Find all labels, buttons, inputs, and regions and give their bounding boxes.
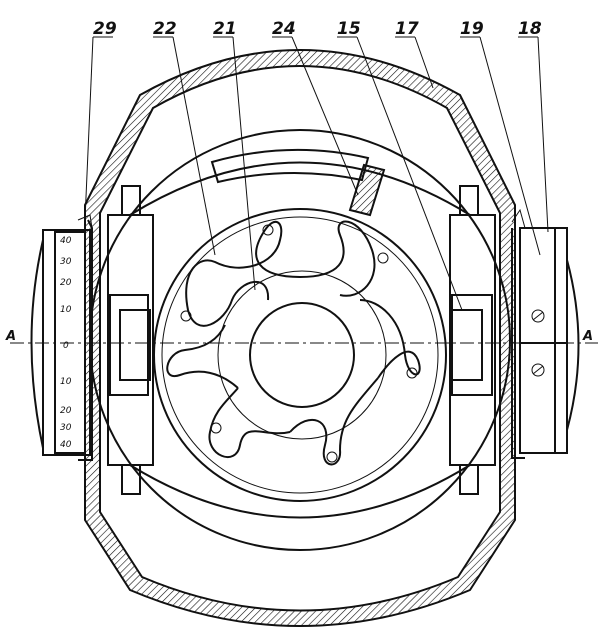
ref-label-17: 17 (395, 19, 419, 39)
left-support-block (107, 185, 154, 495)
scale-tick-2: 20 (60, 278, 72, 288)
star-plate-21 (166, 220, 421, 466)
ref-label-29: 29 (93, 19, 117, 39)
disk-22 (153, 208, 447, 502)
scale-tick-labels: 40 30 20 10 0 10 20 30 40 (60, 236, 72, 450)
outer-housing (84, 49, 516, 627)
scale-tick-4: 0 (63, 341, 69, 351)
ref-label-18: 18 (518, 19, 542, 39)
section-mark-left: A (5, 329, 16, 344)
reference-labels: 29 22 21 24 15 17 19 18 (84, 19, 549, 311)
scale-tick-5: 10 (60, 377, 72, 387)
ref-label-19: 19 (460, 19, 484, 39)
scale-tick-8: 40 (60, 440, 72, 450)
pointer-24 (348, 163, 386, 217)
right-scale-19-18 (511, 208, 580, 459)
scale-tick-0: 40 (60, 236, 72, 246)
scale-tick-1: 30 (60, 257, 72, 267)
scale-tick-3: 10 (60, 305, 72, 315)
scale-tick-7: 30 (60, 423, 72, 433)
ref-label-22: 22 (153, 19, 177, 39)
ref-label-24: 24 (272, 19, 296, 39)
section-mark-right: A (582, 329, 593, 344)
scale-tick-6: 20 (60, 406, 72, 416)
ref-label-15: 15 (337, 19, 361, 39)
right-support-block-15 (449, 185, 496, 495)
ref-label-21: 21 (213, 19, 237, 39)
inner-rotor-body (89, 129, 511, 551)
